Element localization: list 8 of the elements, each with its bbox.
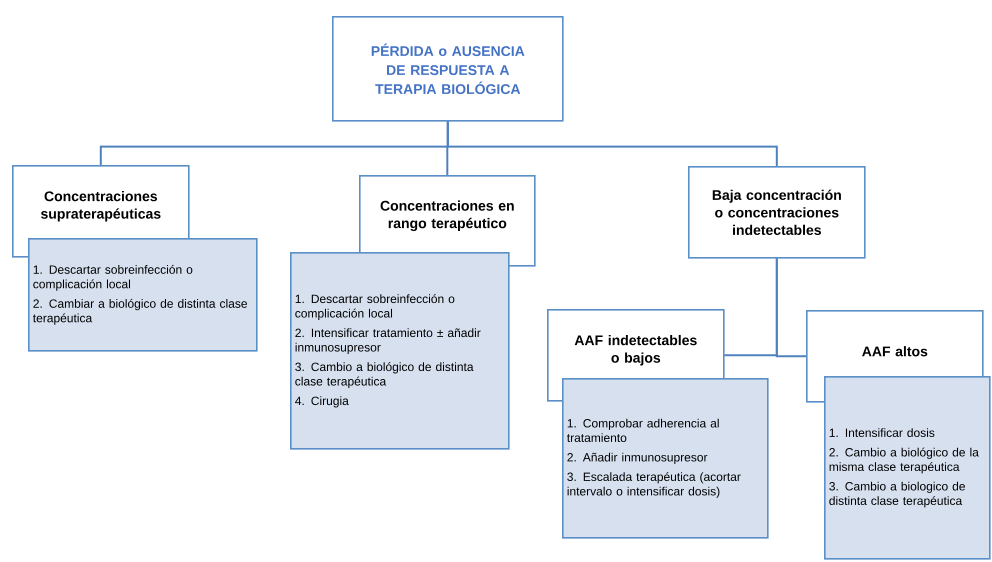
action-list-box: 1. Descartar sobreinfección o complicación local 2. Intensificar tratamiento ± añadir inmunosupresor 3. Cambio a biológico de distinta clase terapéutica 4. Cirugia <box>290 252 510 450</box>
title-box: PÉRDIDA o AUSENCIA DE RESPUESTA A TERAPIA BIOLÓGICA <box>332 16 564 122</box>
category-box: Baja concentración o concentraciones indetectables <box>688 166 866 259</box>
connector-line <box>446 122 778 166</box>
connector-line <box>776 258 806 358</box>
action-list-box: 1. Comprobar adherencia al tratamiento 2. Añadir inmunosupresor 3. Escalada terapéutica (acortar intervalo o intensificar dosis) <box>562 378 769 539</box>
action-list-box: 1. Intensificar dosis 2. Cambio a biológico de la misma clase terapéutica 3. Cambio a biologico de distinta clase terapéutica <box>824 376 991 560</box>
action-list-box: 1. Descartar sobreinfección o complicación local 2. Cambiar a biológico de distinta clase terapéutica <box>28 238 258 352</box>
